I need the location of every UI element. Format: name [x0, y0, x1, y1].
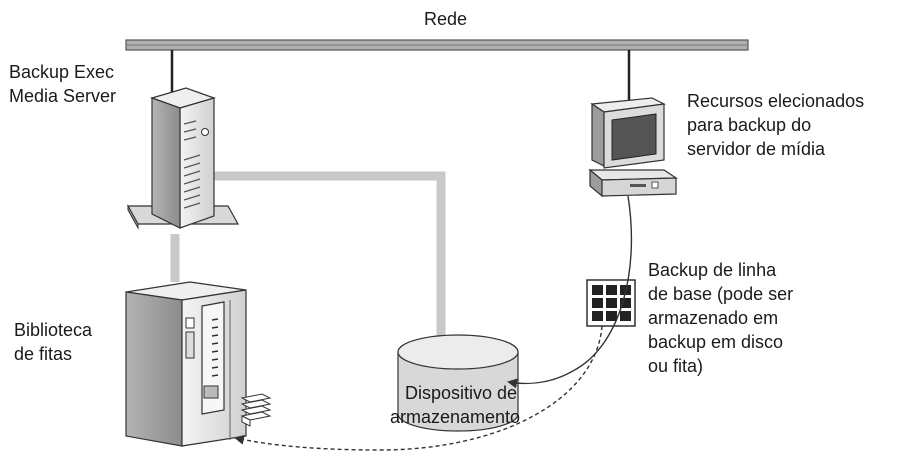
storage-device-label-line: Dispositivo de: [405, 383, 518, 403]
workstation-icon: [588, 97, 678, 198]
media-server-icon: [126, 87, 240, 230]
tape-library-icon: [125, 281, 272, 447]
storage-device-label-line: armazenamento: [390, 407, 521, 427]
storage-device-label: Dispositivo de armazenamento: [390, 381, 520, 429]
selected-resources-label: Recursos elecionados para backup do serv…: [687, 89, 864, 161]
network-label-text: Rede: [424, 9, 468, 29]
baseline-backup-icon: [586, 279, 636, 327]
backup-to-tape-arrow: [234, 325, 603, 451]
network-bar: [125, 39, 749, 51]
media-server-label: Backup Exec Media Server: [9, 60, 116, 108]
network-label: Rede: [424, 7, 467, 31]
storage-device-icon: [397, 334, 519, 432]
baseline-backup-label: Backup de linha de base (pode ser armaze…: [648, 258, 793, 378]
media-server-label-line: Media Server: [9, 86, 117, 106]
selected-resources-label-line: para backup do: [687, 115, 812, 135]
tape-library-label-line: de fitas: [14, 344, 73, 364]
storage-connectors: [170, 171, 446, 352]
selected-resources-label-line: Recursos elecionados: [687, 91, 865, 111]
baseline-backup-label-line: Backup de linha: [648, 260, 777, 280]
baseline-backup-label-line: armazenado em: [648, 308, 779, 328]
baseline-backup-label-line: ou fita): [648, 356, 704, 376]
tape-library-label: Biblioteca de fitas: [14, 318, 92, 366]
selected-resources-label-line: servidor de mídia: [687, 139, 826, 159]
media-server-label-line: Backup Exec: [9, 62, 115, 82]
tape-library-label-line: Biblioteca: [14, 320, 93, 340]
baseline-backup-label-line: de base (pode ser: [648, 284, 794, 304]
baseline-backup-label-line: backup em disco: [648, 332, 784, 352]
backup-to-disk-arrow: [507, 195, 633, 389]
